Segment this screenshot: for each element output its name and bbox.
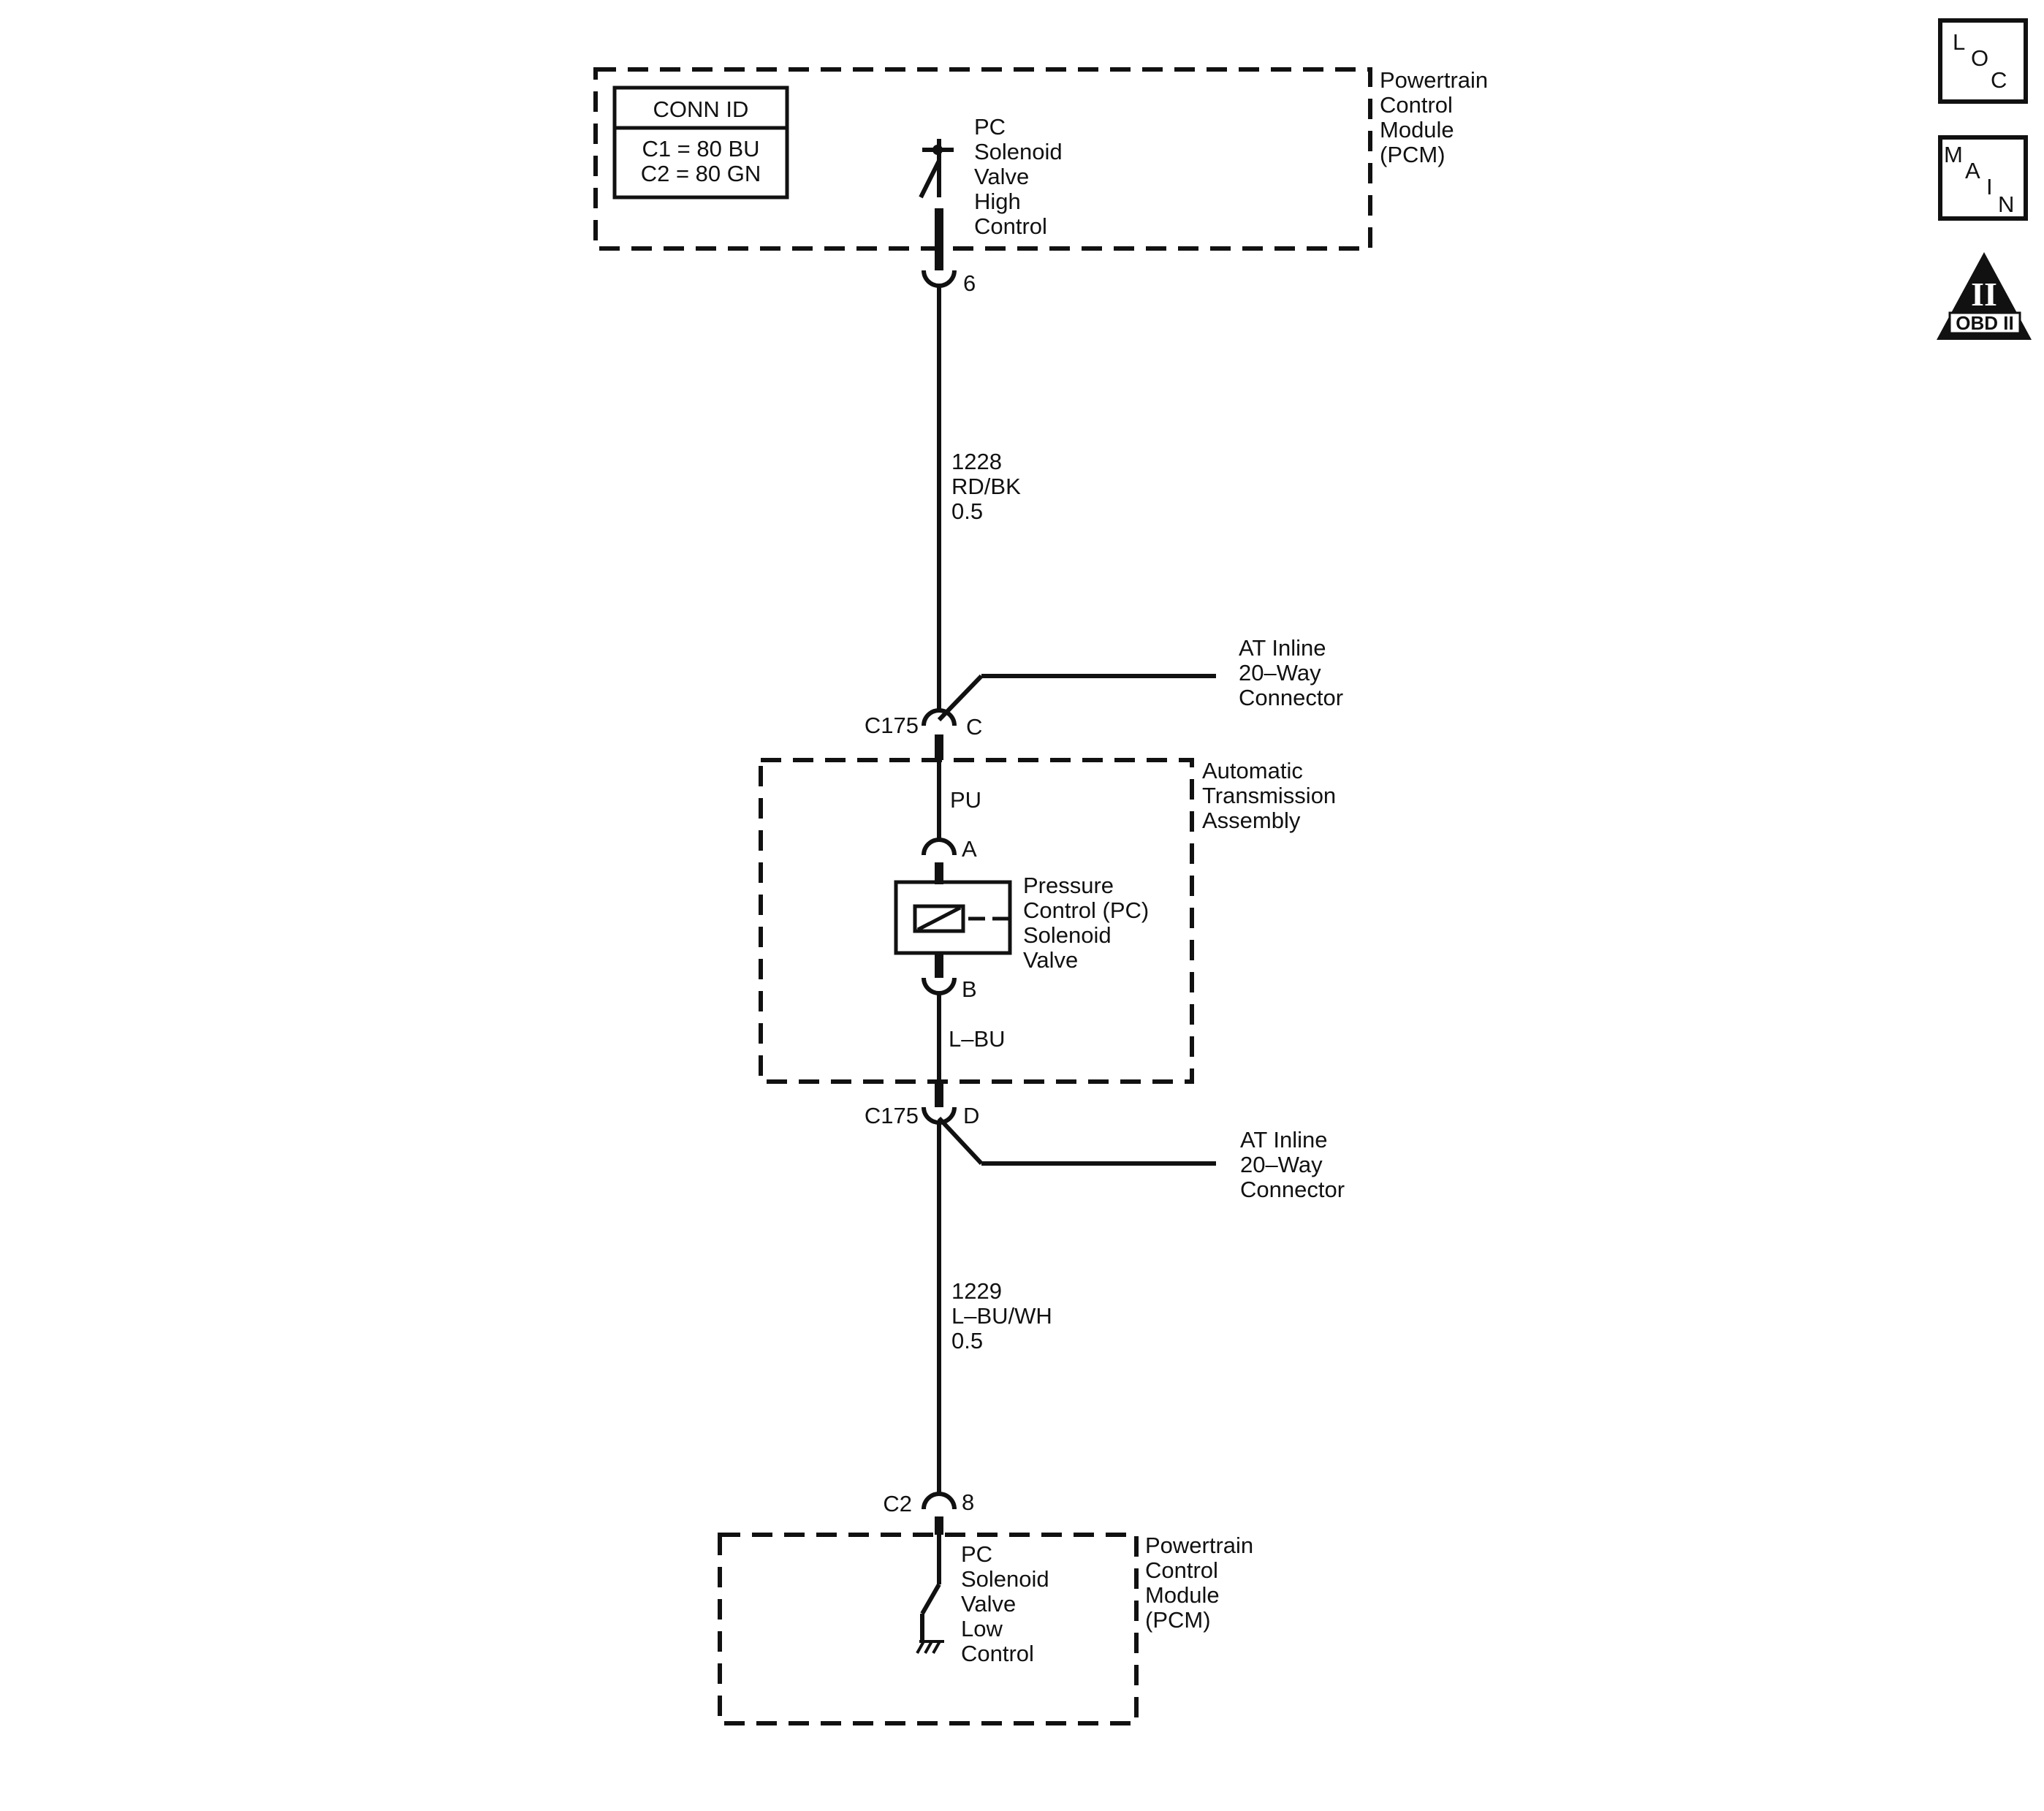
low-control-switch-label: PC Solenoid Valve Low Control xyxy=(961,1541,1055,1666)
bottom-pcm-module: Powertrain Control Module (PCM) PC Solen… xyxy=(718,1533,1260,1725)
c175-connector-c xyxy=(922,674,1216,760)
pin-label: A xyxy=(962,836,977,862)
svg-text:N: N xyxy=(1998,191,2014,217)
connector-id-label: C175 xyxy=(865,1103,919,1128)
pin-label: 8 xyxy=(962,1489,974,1515)
wire-1229-label: 1229 L–BU/WH 0.5 xyxy=(951,1278,1058,1353)
connector-id-label: C2 xyxy=(883,1491,912,1516)
top-pcm-boundary xyxy=(593,67,1372,251)
high-control-switch-icon xyxy=(919,139,954,199)
pcm-pin-8-terminal xyxy=(922,1492,957,1535)
transmission-assembly: Automatic Transmission Assembly PU A Pre… xyxy=(759,758,1342,1084)
pc-solenoid-label: Pressure Control (PC) Solenoid Valve xyxy=(1023,873,1155,973)
pc-solenoid-icon xyxy=(894,880,1012,955)
pin-label: B xyxy=(962,976,977,1002)
wire-color-label: L–BU xyxy=(949,1026,1006,1052)
svg-text:A: A xyxy=(1965,158,1980,183)
svg-text:I: I xyxy=(1986,174,1993,200)
top-pcm-module: Powertrain Control Module (PCM) CONN ID … xyxy=(593,67,1494,251)
main-badge: M A I N xyxy=(1938,135,2028,221)
conn-id-row: C1 = 80 BU xyxy=(642,136,759,162)
conn-id-table: CONN ID C1 = 80 BU C2 = 80 GN xyxy=(612,86,789,200)
high-control-switch-label: PC Solenoid Valve High Control xyxy=(974,114,1068,239)
bottom-pcm-boundary xyxy=(718,1533,1139,1725)
pin-label: C xyxy=(966,714,982,740)
inline-connector-label: AT Inline 20–Way Connector xyxy=(1239,635,1343,710)
obd-label: OBD II xyxy=(1956,312,2013,334)
pin-label: 6 xyxy=(963,270,976,296)
ground-icon xyxy=(916,1640,944,1654)
wire-color-label: PU xyxy=(950,787,981,813)
conn-id-row: C2 = 80 GN xyxy=(641,161,761,186)
pcm-pin-6-terminal xyxy=(922,208,957,288)
conn-id-header: CONN ID xyxy=(653,96,749,122)
c175-connector-d xyxy=(922,1082,1216,1166)
wire-1228-label: 1228 RD/BK 0.5 xyxy=(951,449,1027,524)
low-control-switch-icon xyxy=(920,1535,941,1641)
svg-text:M: M xyxy=(1944,142,1963,167)
transmission-boundary xyxy=(759,758,1194,1084)
top-pcm-label: Powertrain Control Module (PCM) xyxy=(1380,67,1494,167)
pin-label: D xyxy=(963,1103,979,1128)
transmission-label: Automatic Transmission Assembly xyxy=(1202,758,1342,833)
obd-numeral: II xyxy=(1971,276,1997,313)
svg-text:C: C xyxy=(1991,67,2007,93)
loc-badge: L O C xyxy=(1938,18,2028,104)
bottom-pcm-label: Powertrain Control Module (PCM) xyxy=(1145,1533,1260,1633)
svg-text:L: L xyxy=(1953,29,1965,55)
connector-id-label: C175 xyxy=(865,713,919,738)
obd-ii-badge-icon: II OBD II xyxy=(1937,252,2032,340)
inline-connector-label: AT Inline 20–Way Connector xyxy=(1240,1127,1345,1202)
svg-text:O: O xyxy=(1971,45,1988,71)
